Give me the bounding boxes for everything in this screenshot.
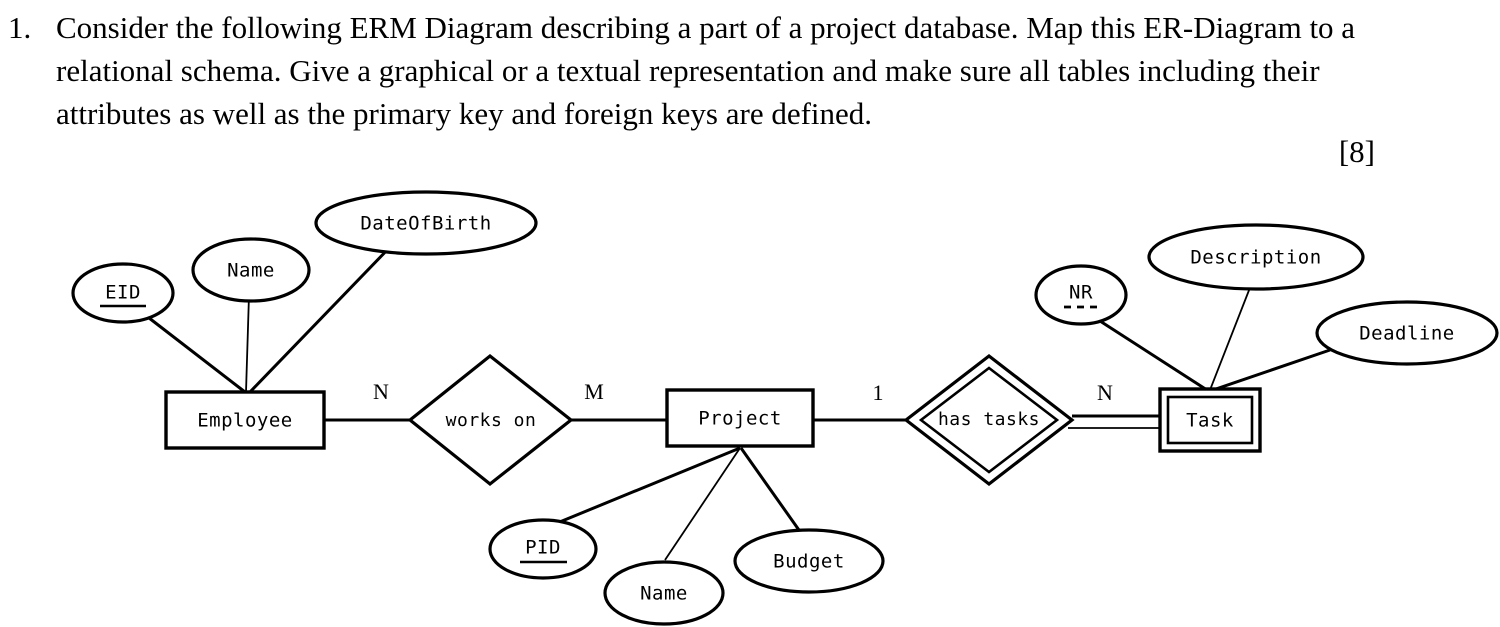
attribute-eid-ellipse bbox=[71, 262, 175, 324]
relationship-has-tasks-label: has tasks bbox=[938, 409, 1040, 430]
edge-name-employee bbox=[245, 294, 250, 393]
attribute-dateofbirth-label: DateOfBirth bbox=[360, 213, 491, 235]
er-diagram: Employee Project Task works on N M bbox=[0, 178, 1500, 627]
attribute-project-name-ellipse bbox=[603, 560, 725, 626]
relationship-has-tasks[interactable]: has tasks bbox=[903, 353, 1075, 487]
edge-budget-project bbox=[739, 447, 808, 541]
attribute-budget-label: Budget bbox=[773, 551, 845, 573]
attribute-deadline[interactable]: Deadline bbox=[1315, 300, 1499, 366]
attribute-project-name[interactable]: Name bbox=[603, 560, 725, 626]
entity-employee-box bbox=[164, 390, 326, 450]
edge-deadline-task bbox=[1212, 348, 1331, 392]
cardinality-works-on-project: M bbox=[584, 379, 604, 404]
edge-eid-employee bbox=[139, 309, 246, 394]
entity-project-box bbox=[665, 388, 815, 448]
attribute-employee-name[interactable]: Name bbox=[191, 237, 311, 303]
entity-employee[interactable]: Employee bbox=[164, 390, 326, 450]
relationship-works-on[interactable]: works on bbox=[407, 353, 574, 487]
question-number: 1. bbox=[8, 10, 32, 45]
attribute-pid[interactable]: PID bbox=[488, 518, 598, 580]
relationship-has-tasks-diamond-inner bbox=[918, 366, 1060, 474]
attribute-project-name-label: Name bbox=[640, 583, 688, 605]
attribute-nr-ellipse bbox=[1034, 264, 1128, 326]
attribute-budget[interactable]: Budget bbox=[733, 528, 885, 594]
entity-employee-label: Employee bbox=[197, 410, 293, 432]
attribute-dateofbirth[interactable]: DateOfBirth bbox=[314, 190, 538, 256]
relationship-works-on-diamond bbox=[407, 353, 574, 487]
attribute-description[interactable]: Description bbox=[1147, 223, 1365, 291]
question-marks: [8] bbox=[1338, 134, 1375, 169]
entity-project-label: Project bbox=[698, 408, 782, 430]
entity-task-box-inner bbox=[1166, 395, 1254, 445]
relationship-works-on-label: works on bbox=[446, 410, 537, 431]
attribute-employee-name-label: Name bbox=[227, 260, 275, 282]
edge-name-project bbox=[664, 447, 741, 561]
edge-dateofbirth-employee bbox=[248, 243, 394, 394]
attribute-pid-label: PID bbox=[525, 537, 561, 559]
attribute-deadline-label: Deadline bbox=[1359, 323, 1455, 345]
question-block: 1. Consider the following ERM Diagram de… bbox=[0, 0, 1470, 169]
attribute-dateofbirth-ellipse bbox=[314, 190, 538, 256]
attribute-nr[interactable]: NR bbox=[1034, 264, 1128, 326]
entity-task[interactable]: Task bbox=[1158, 387, 1262, 453]
edge-nr-task bbox=[1085, 310, 1208, 392]
attribute-eid-label: EID bbox=[105, 282, 141, 304]
question-text: Consider the following ERM Diagram descr… bbox=[56, 10, 1356, 131]
attribute-pid-ellipse bbox=[488, 518, 598, 580]
edge-layer bbox=[139, 243, 1331, 561]
cardinality-has-tasks-task: N bbox=[1097, 380, 1113, 405]
entity-project[interactable]: Project bbox=[665, 388, 815, 448]
attribute-description-label: Description bbox=[1190, 247, 1321, 269]
cardinality-project-has-tasks: 1 bbox=[873, 380, 884, 405]
question-row: 1. Consider the following ERM Diagram de… bbox=[0, 6, 1470, 135]
attribute-eid[interactable]: EID bbox=[71, 262, 175, 324]
edge-description-task bbox=[1209, 279, 1254, 391]
attribute-nr-label: NR bbox=[1069, 282, 1093, 304]
attribute-description-ellipse bbox=[1147, 223, 1365, 291]
cardinality-employee-works-on: N bbox=[373, 379, 389, 404]
attribute-budget-ellipse bbox=[733, 528, 885, 594]
edge-pid-project bbox=[544, 446, 741, 530]
attribute-employee-name-ellipse bbox=[191, 237, 311, 303]
attribute-deadline-ellipse bbox=[1315, 300, 1499, 366]
entity-task-label: Task bbox=[1186, 410, 1234, 432]
